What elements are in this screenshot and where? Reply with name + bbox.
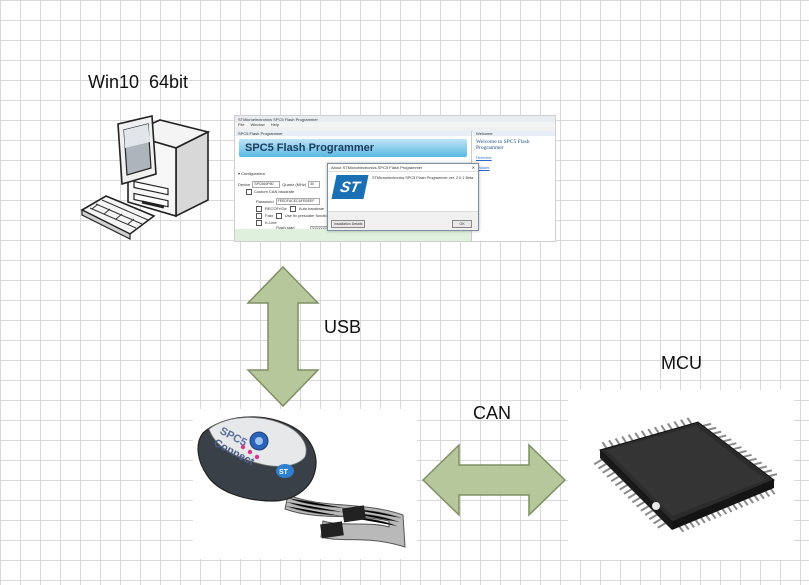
auto-baudrate-label: Auto baudrate <box>298 206 324 211</box>
features-link[interactable]: Features <box>476 165 490 170</box>
mcu-label: MCU <box>661 353 702 373</box>
quartz-select[interactable]: 40 <box>308 181 321 188</box>
recofrige-checkbox[interactable] <box>256 205 262 212</box>
ok-button[interactable]: OK <box>452 220 472 228</box>
prescaler-checkbox[interactable] <box>275 212 282 219</box>
configuration-section[interactable]: ▾ Configuration <box>238 171 265 176</box>
st-logo: ST <box>331 175 369 199</box>
custom-can-label: Custom CAN baudrate <box>254 189 295 194</box>
qfp-microcontroller-icon <box>568 390 794 560</box>
can-label: CAN <box>473 403 512 423</box>
version-text: STMicroelectronics SPC5 Flash Programmer… <box>372 176 474 180</box>
tab-welcome-label[interactable]: Welcome <box>476 131 493 136</box>
device-select[interactable]: SPC560P50 <box>252 181 281 188</box>
tab-programmer: SPC5 Flash Programmer <box>235 131 471 136</box>
status-area <box>235 229 471 241</box>
computer-icon <box>80 115 211 240</box>
tab-programmer-label[interactable]: SPC5 Flash Programmer <box>238 131 283 136</box>
prescaler-label: Use fix prescaler function <box>284 213 330 218</box>
fast-label: Fast <box>265 213 273 218</box>
menu-help[interactable]: Help <box>270 122 279 127</box>
password-label: Password <box>256 199 274 204</box>
menu-file[interactable]: File <box>238 122 245 127</box>
quartz-label: Quartz (MHz) <box>282 182 307 187</box>
fast-checkbox[interactable] <box>256 212 262 219</box>
auto-baudrate-checkbox[interactable] <box>289 205 296 212</box>
usb-label: USB <box>324 317 362 337</box>
spc5-connect-probe-icon: SPC5 Connect ST <box>193 409 417 559</box>
welcome-title: Welcome to SPC5 Flash Programmer <box>476 139 530 151</box>
password-input[interactable]: FEEDFACECAFEBEEF <box>275 198 320 205</box>
svg-text:ST: ST <box>279 469 289 476</box>
can-double-arrow <box>421 443 567 517</box>
custom-can-checkbox[interactable] <box>246 188 252 195</box>
window-title: STMicroelectronics SPC5 Flash Programmer <box>238 116 318 122</box>
about-dialog: About STMicroelectronics SPC5 Flash Prog… <box>327 163 479 231</box>
kline-label: K-Line <box>265 220 277 225</box>
about-dialog-title: About STMicroelectronics SPC5 Flash Prog… <box>331 165 423 170</box>
kline-checkbox[interactable] <box>256 219 262 226</box>
overview-link[interactable]: Overview <box>476 155 492 160</box>
pc-os-label: Win10 64bit <box>88 72 189 92</box>
programmer-panel: SPC5 Flash Programmer SPC5 Flash Program… <box>235 131 472 241</box>
close-icon[interactable]: ✕ <box>471 165 475 170</box>
flash-programmer-screenshot: STMicroelectronics SPC5 Flash Programmer… <box>234 115 556 242</box>
tab-welcome: Welcome <box>473 131 555 136</box>
usb-double-arrow <box>246 265 320 408</box>
device-label: Device <box>238 182 251 187</box>
programmer-banner: SPC5 Flash Programmer <box>239 139 467 157</box>
menu-window[interactable]: Window <box>250 122 265 127</box>
recofrige-label: RECOFrIGe <box>265 206 287 211</box>
welcome-panel: Welcome Welcome to SPC5 Flash Programmer… <box>473 131 555 241</box>
window-titlebar: STMicroelectronics SPC5 Flash Programmer <box>235 116 555 122</box>
installation-details-button[interactable]: Installation Details <box>331 220 366 228</box>
menu-bar: File Window Help <box>235 122 555 127</box>
